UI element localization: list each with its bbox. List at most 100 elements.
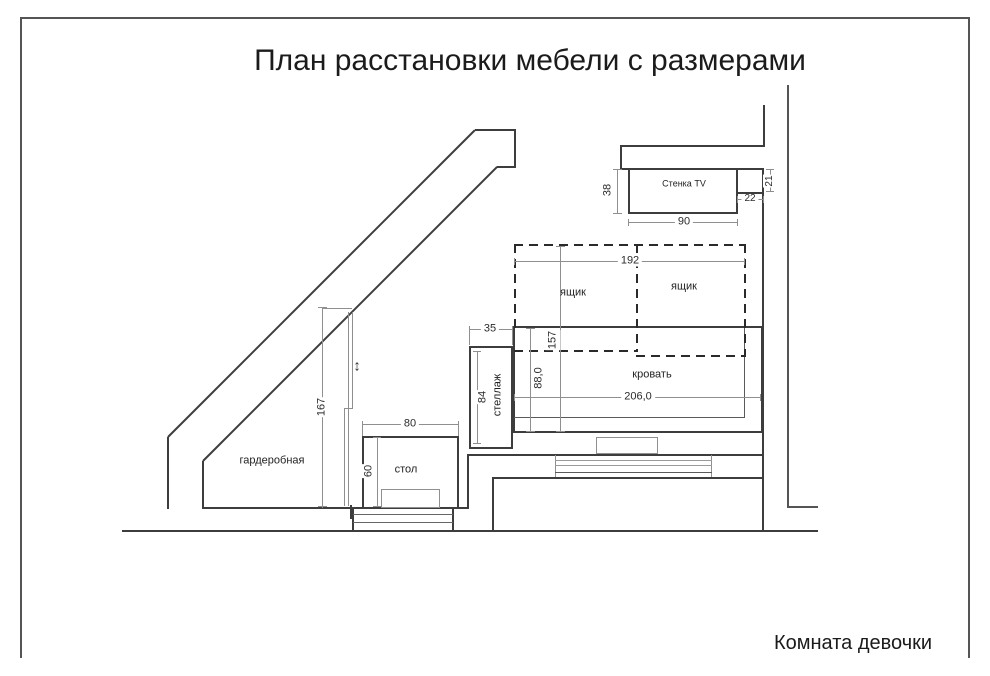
partition-panel-line bbox=[348, 408, 349, 506]
dim-tick bbox=[556, 246, 565, 247]
drawer-divider bbox=[636, 244, 638, 352]
drawer-outline-bottom-right bbox=[636, 355, 746, 357]
dim-label-60: 60 bbox=[361, 463, 377, 479]
bed-step-edge bbox=[711, 455, 712, 477]
right-wall-upper-line bbox=[763, 105, 765, 146]
top-wall-line bbox=[620, 145, 765, 147]
dim-line-157 bbox=[560, 246, 561, 432]
page-title: План расстановки мебели с размерами bbox=[254, 44, 806, 77]
bed-step-line bbox=[555, 460, 712, 461]
wardrobe-left-edge bbox=[202, 461, 204, 509]
dim-line-88 bbox=[530, 328, 531, 432]
dim-label-84: 84 bbox=[475, 389, 491, 405]
tv-niche-bottom bbox=[737, 192, 764, 194]
partition-panel-line bbox=[344, 408, 345, 506]
dim-tick bbox=[373, 506, 381, 507]
dim-label-80: 80 bbox=[400, 418, 420, 430]
platform-lower-line bbox=[492, 477, 764, 479]
dim-label-88: 88,0 bbox=[531, 366, 547, 390]
dim-tick bbox=[766, 169, 774, 170]
bed-step-edge bbox=[555, 455, 556, 477]
table-drawer bbox=[381, 489, 440, 508]
dim-tick bbox=[318, 307, 327, 308]
dim-label-35: 35 bbox=[480, 323, 500, 335]
partition-panel-end bbox=[350, 505, 352, 519]
wardrobe-label: гардеробная bbox=[239, 454, 305, 467]
dim-label-22: 22 bbox=[741, 194, 759, 204]
dim-ext bbox=[458, 428, 459, 436]
dim-ext bbox=[512, 333, 513, 345]
dim-ext bbox=[362, 428, 363, 436]
right-wall-inner-line bbox=[762, 169, 764, 531]
tv-unit-outline bbox=[628, 168, 738, 214]
dim-tick bbox=[737, 219, 738, 226]
bed-mattress-edge bbox=[744, 328, 745, 418]
table-label: стол bbox=[394, 463, 418, 476]
right-wall-outer-line bbox=[787, 85, 789, 508]
platform-front-edge bbox=[467, 454, 764, 456]
drawer-right-label: ящик bbox=[671, 280, 697, 293]
drawer-outline-right bbox=[744, 244, 746, 356]
dim-tick bbox=[766, 191, 774, 192]
dim-tick bbox=[318, 506, 327, 507]
dim-label-38: 38 bbox=[600, 182, 616, 198]
page-border-top bbox=[20, 17, 970, 19]
stair-top-edge bbox=[475, 129, 516, 131]
bed-step-block bbox=[596, 437, 658, 454]
dim-tick bbox=[526, 328, 535, 329]
dim-label-167: 167 bbox=[314, 396, 330, 418]
dim-label-21: 21 bbox=[763, 174, 777, 188]
dim-label-192: 192 bbox=[617, 255, 643, 267]
page-border-left bbox=[20, 17, 22, 658]
table-step-edge bbox=[452, 507, 454, 531]
dim-tick bbox=[737, 196, 738, 203]
partition-panel-line bbox=[352, 312, 353, 409]
wardrobe-base-line bbox=[202, 507, 468, 509]
dim-tick bbox=[763, 196, 764, 203]
dim-line-38 bbox=[617, 169, 618, 214]
page-border-right bbox=[968, 17, 970, 658]
drawer-outline-bottom-left bbox=[514, 350, 637, 352]
dim-tick bbox=[613, 169, 622, 170]
dim-tick bbox=[373, 437, 381, 438]
drawer-left-label: ящик bbox=[560, 286, 586, 299]
dim-label-157: 157 bbox=[545, 329, 561, 351]
dim-tick bbox=[458, 421, 459, 428]
dim-tick bbox=[514, 394, 515, 401]
shelving-outline bbox=[469, 346, 513, 449]
dim-tick bbox=[473, 443, 481, 444]
partition-panel-line bbox=[348, 312, 349, 409]
bed-step-line bbox=[555, 472, 712, 473]
dim-tick bbox=[556, 431, 565, 432]
stair-lower-edge bbox=[202, 166, 498, 462]
floor-line bbox=[122, 530, 818, 532]
dim-tick bbox=[514, 258, 515, 265]
dim-tick bbox=[526, 431, 535, 432]
drawer-outline-left bbox=[514, 244, 516, 328]
dim-tick bbox=[613, 213, 622, 214]
table-step-edge bbox=[352, 507, 354, 531]
dim-tick bbox=[744, 258, 745, 265]
shelving-label: стеллаж bbox=[491, 373, 504, 417]
drawer-outline-top bbox=[514, 244, 746, 246]
right-wall-step bbox=[787, 506, 818, 508]
platform-left-edge bbox=[492, 478, 494, 531]
left-wall-line bbox=[167, 437, 169, 509]
bed-step-line bbox=[555, 465, 712, 466]
slide-direction-arrow-icon: ↕ bbox=[353, 357, 361, 375]
dim-tick bbox=[512, 326, 513, 333]
dim-tick bbox=[628, 219, 629, 226]
top-wall-step bbox=[620, 145, 622, 170]
platform-side-edge bbox=[467, 454, 469, 509]
table-step-line bbox=[353, 514, 453, 515]
dim-label-206: 206,0 bbox=[621, 391, 655, 403]
tv-unit-label: Стенка TV bbox=[662, 178, 706, 189]
dim-line-60 bbox=[377, 437, 378, 507]
dim-ext-167 bbox=[322, 308, 352, 309]
dim-ext bbox=[469, 333, 470, 345]
stair-top-notch bbox=[497, 166, 516, 168]
dim-tick bbox=[469, 326, 470, 333]
dim-label-90: 90 bbox=[674, 216, 694, 228]
room-caption: Комната девочки bbox=[773, 632, 933, 654]
